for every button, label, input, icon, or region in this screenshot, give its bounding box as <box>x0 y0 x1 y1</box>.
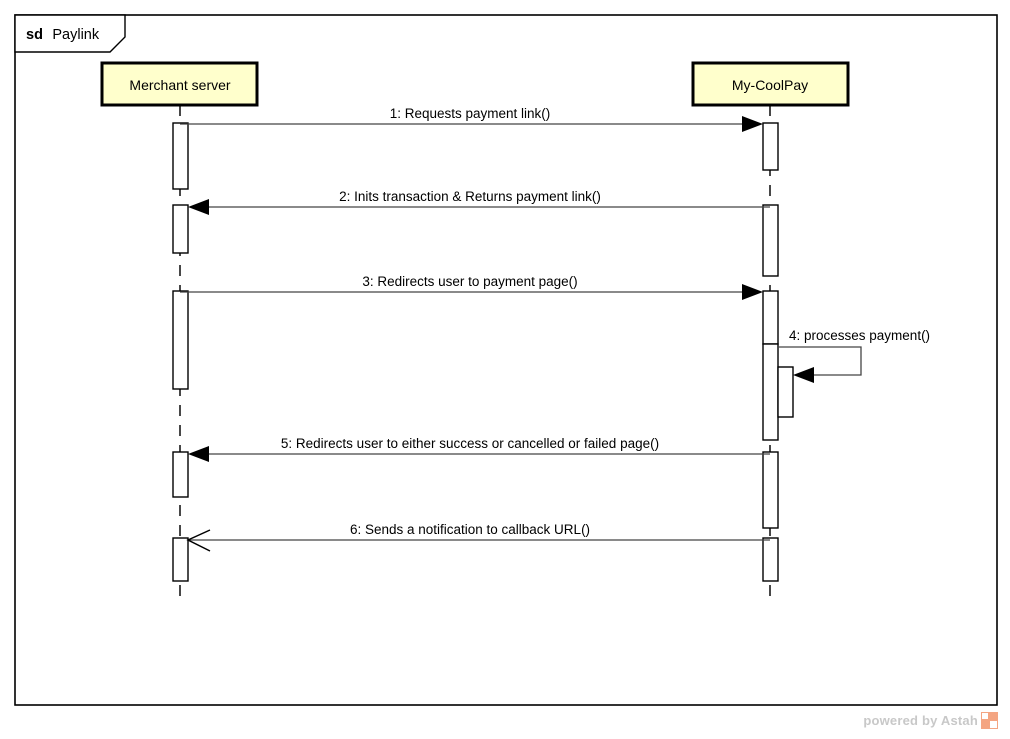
activation-bar <box>762 537 779 582</box>
arrowhead-filled-icon <box>793 367 814 383</box>
interaction-frame: sd Paylink <box>14 14 998 706</box>
activation-bar <box>762 290 779 345</box>
lifeline-head-merchant[interactable]: Merchant server <box>100 61 259 107</box>
frame-kind-keyword: sd Paylink <box>26 26 100 43</box>
frame-border <box>14 14 998 706</box>
lifeline-box[interactable] <box>691 61 850 107</box>
astah-logo-icon <box>981 712 998 729</box>
lifeline-head-coolpay[interactable]: My-CoolPay <box>691 61 850 107</box>
message-3[interactable]: 3: Redirects user to payment page() <box>180 274 763 300</box>
activation-bar <box>172 451 189 498</box>
activation-bar <box>172 537 189 582</box>
lifeline-label: My-CoolPay <box>732 77 808 93</box>
activation-bar <box>762 204 779 277</box>
lifeline-label: Merchant server <box>129 77 230 93</box>
arrowhead-open-icon <box>186 529 211 552</box>
frame-kind-keyword-text: sd <box>26 27 43 43</box>
lifeline-box[interactable] <box>100 61 259 107</box>
arrowhead-filled-icon <box>188 199 209 215</box>
message-label: 2: Inits transaction & Returns payment l… <box>339 189 601 204</box>
activation-bar-nested <box>777 366 794 418</box>
message-label: 3: Redirects user to payment page() <box>362 274 577 289</box>
arrowhead-filled-icon <box>742 116 763 132</box>
message-label: 6: Sends a notification to callback URL(… <box>350 522 590 537</box>
activation-bar <box>762 343 779 441</box>
activation-bar <box>172 290 189 390</box>
frame-name-text: Paylink <box>52 27 99 43</box>
activation-bars <box>172 122 794 582</box>
message-label: 4: processes payment() <box>789 328 930 343</box>
self-message-line <box>778 346 862 376</box>
arrowhead-filled-icon <box>742 284 763 300</box>
activation-bar <box>172 204 189 254</box>
arrowhead-filled-icon <box>188 446 209 462</box>
message-1[interactable]: 1: Requests payment link() <box>180 106 763 132</box>
message-5[interactable]: 5: Redirects user to either success or c… <box>188 436 770 462</box>
message-6[interactable]: 6: Sends a notification to callback URL(… <box>186 522 770 552</box>
message-4-self[interactable]: 4: processes payment() <box>778 328 930 383</box>
activation-bar <box>172 122 189 190</box>
message-label: 5: Redirects user to either success or c… <box>281 436 659 451</box>
message-2[interactable]: 2: Inits transaction & Returns payment l… <box>188 189 770 215</box>
astah-watermark: powered by Astah <box>863 712 998 729</box>
frame-label-tab <box>14 14 126 53</box>
activation-bar <box>762 451 779 529</box>
activation-bar <box>762 122 779 171</box>
message-label: 1: Requests payment link() <box>390 106 551 121</box>
watermark-text: powered by Astah <box>863 713 978 728</box>
